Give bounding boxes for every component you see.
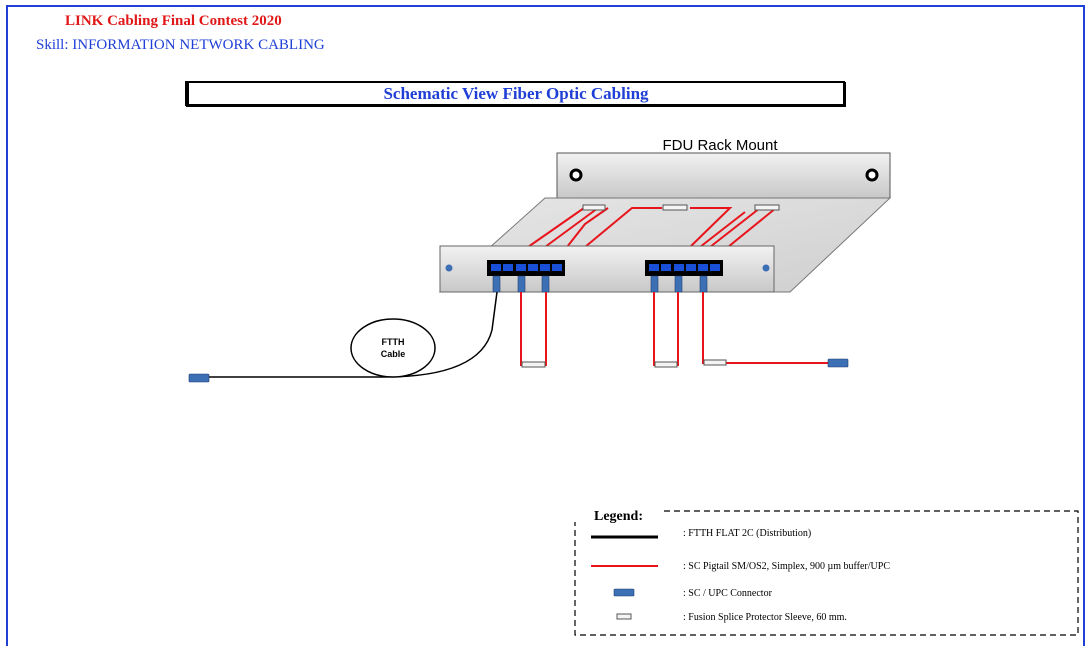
pigtail-loop xyxy=(653,292,679,366)
front-panel-screw-left xyxy=(445,264,453,272)
sc-adapter-port xyxy=(516,264,526,271)
sc-connector xyxy=(699,275,708,293)
splice-sleeve xyxy=(521,361,546,368)
front-splice-sleeves xyxy=(521,359,727,368)
legend-label-ftth: : FTTH FLAT 2C (Distribution) xyxy=(683,528,811,539)
splice-sleeve xyxy=(654,361,678,368)
tray-pigtail xyxy=(727,207,777,248)
schematic-title-box: Schematic View Fiber Optic Cabling xyxy=(185,81,845,106)
legend-label-splice: : Fusion Splice Protector Sleeve, 60 mm. xyxy=(683,612,847,623)
splice-sleeve xyxy=(754,204,780,211)
legend-label-connector: : SC / UPC Connector xyxy=(683,588,773,599)
splice-sleeve xyxy=(582,204,606,211)
tray-pigtail xyxy=(709,207,761,248)
rack-mount-hole-right xyxy=(865,168,879,182)
sc-connector-left-end xyxy=(188,373,210,383)
front-panel-screw-right xyxy=(762,264,770,272)
sc-adapter-port xyxy=(503,264,513,271)
sc-adapter-port xyxy=(552,264,562,271)
tray-pigtail xyxy=(544,207,599,248)
skill-line: Skill: INFORMATION NETWORK CABLING xyxy=(36,37,325,53)
sc-adapter-port xyxy=(698,264,708,271)
rack-faceplate xyxy=(556,152,891,199)
legend-border xyxy=(574,510,1079,636)
tray-pigtail xyxy=(689,207,733,248)
sc-adapter-port xyxy=(491,264,501,271)
legend-symbol-splice-sleeve xyxy=(616,613,632,620)
tray-pigtail xyxy=(527,207,585,248)
ftth-label-line2: Cable xyxy=(381,349,406,359)
sc-adapter-port xyxy=(649,264,659,271)
tray-pigtail xyxy=(566,207,609,248)
sc-adapter-port xyxy=(540,264,550,271)
legend-symbol-sc-connector xyxy=(613,588,635,597)
front-patch-panel xyxy=(439,245,775,293)
splice-sleeve xyxy=(703,359,727,366)
rack-mount-hole-left xyxy=(569,168,583,182)
sc-adapter-port xyxy=(661,264,671,271)
tray-pigtails xyxy=(527,207,777,248)
legend: Legend: : FTTH FLAT 2C (Distribution) : … xyxy=(574,509,1079,636)
sc-adapter-port xyxy=(528,264,538,271)
sc-adapter-port xyxy=(710,264,720,271)
tray-pigtail xyxy=(584,207,662,248)
schematic-title: Schematic View Fiber Optic Cabling xyxy=(383,83,649,103)
contest-title: LINK Cabling Final Contest 2020 xyxy=(65,13,282,29)
ftth-cable-coil xyxy=(350,318,436,378)
sc-connector xyxy=(674,275,683,293)
legend-title: Legend: xyxy=(594,509,643,524)
sc-connector xyxy=(517,275,526,293)
ftth-cable: FTTH Cable xyxy=(188,291,498,383)
pigtail-loop xyxy=(520,292,547,366)
tray-splice-sleeves xyxy=(582,204,780,211)
pigtail-to-connector xyxy=(702,292,828,364)
page-frame xyxy=(6,5,1085,646)
ftth-label-line1: FTTH xyxy=(382,337,405,347)
front-pigtail-loops xyxy=(520,292,828,366)
sc-connector xyxy=(492,275,501,293)
legend-label-pigtail: : SC Pigtail SM/OS2, Simplex, 900 µm buf… xyxy=(683,561,890,572)
tray-pigtail xyxy=(699,211,746,248)
sc-connector-right-end xyxy=(827,358,849,368)
sc-adapter-port xyxy=(674,264,684,271)
sc-connector xyxy=(650,275,659,293)
fdu-rack-mount: FDU Rack Mount xyxy=(556,137,891,199)
ftth-cable-line xyxy=(208,291,498,378)
rack-mount-label: FDU Rack Mount xyxy=(662,137,778,154)
sc-adapter-port xyxy=(686,264,696,271)
front-sc-connectors xyxy=(492,275,708,293)
splice-sleeve xyxy=(662,204,688,211)
sc-connector xyxy=(541,275,550,293)
